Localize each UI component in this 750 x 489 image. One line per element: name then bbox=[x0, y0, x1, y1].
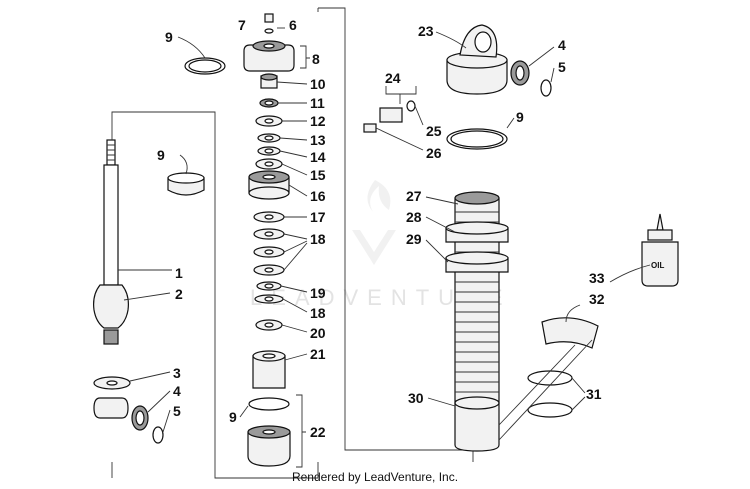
callout-27: 27 bbox=[406, 188, 422, 204]
callout-31: 31 bbox=[586, 386, 602, 402]
callout-12: 12 bbox=[310, 113, 326, 129]
callout-23: 23 bbox=[418, 23, 434, 39]
credit-text: Rendered by LeadVenture, Inc. bbox=[291, 470, 459, 484]
leader-bracket-left bbox=[111, 111, 319, 479]
callout-30: 30 bbox=[408, 390, 424, 406]
callout-19: 19 bbox=[310, 285, 326, 301]
callout-8: 8 bbox=[312, 51, 320, 67]
callout-labels: 1 2 3 4 5 6 7 8 9 9 9 9 10 11 12 13 14 1… bbox=[157, 17, 605, 440]
callout-9: 9 bbox=[157, 147, 165, 163]
callout-2: 2 bbox=[175, 286, 183, 302]
callout-4: 4 bbox=[173, 383, 181, 399]
callout-33: 33 bbox=[589, 270, 605, 286]
callout-25: 25 bbox=[426, 123, 442, 139]
shaft-assembly bbox=[93, 139, 164, 444]
body-assembly bbox=[363, 24, 599, 452]
callout-9: 9 bbox=[229, 409, 237, 425]
oil-bottle: OIL bbox=[641, 213, 679, 287]
callout-9: 9 bbox=[165, 29, 173, 45]
callout-5: 5 bbox=[558, 59, 566, 75]
callout-21: 21 bbox=[310, 346, 326, 362]
callout-32: 32 bbox=[589, 291, 605, 307]
callout-29: 29 bbox=[406, 231, 422, 247]
callout-26: 26 bbox=[426, 145, 442, 161]
oil-label: OIL bbox=[651, 261, 664, 270]
callout-13: 13 bbox=[310, 132, 326, 148]
callout-9: 9 bbox=[516, 109, 524, 125]
callout-1: 1 bbox=[175, 265, 183, 281]
callout-28: 28 bbox=[406, 209, 422, 225]
callout-4: 4 bbox=[558, 37, 566, 53]
leader-bracket-right bbox=[318, 7, 474, 462]
callout-17: 17 bbox=[310, 209, 326, 225]
callout-3: 3 bbox=[173, 365, 181, 381]
callout-7: 7 bbox=[238, 17, 246, 33]
callout-6: 6 bbox=[289, 17, 297, 33]
callout-11: 11 bbox=[310, 95, 325, 111]
callout-5: 5 bbox=[173, 403, 181, 419]
callout-16: 16 bbox=[310, 188, 326, 204]
watermark-logo bbox=[352, 180, 396, 265]
callout-14: 14 bbox=[310, 149, 326, 165]
callout-24: 24 bbox=[385, 70, 401, 86]
callout-18: 18 bbox=[310, 231, 326, 247]
callout-10: 10 bbox=[310, 76, 326, 92]
callout-18: 18 bbox=[310, 305, 326, 321]
leader-lines bbox=[118, 27, 651, 468]
callout-22: 22 bbox=[310, 424, 326, 440]
callout-15: 15 bbox=[310, 167, 326, 183]
piston-stack bbox=[243, 13, 295, 467]
callout-20: 20 bbox=[310, 325, 326, 341]
